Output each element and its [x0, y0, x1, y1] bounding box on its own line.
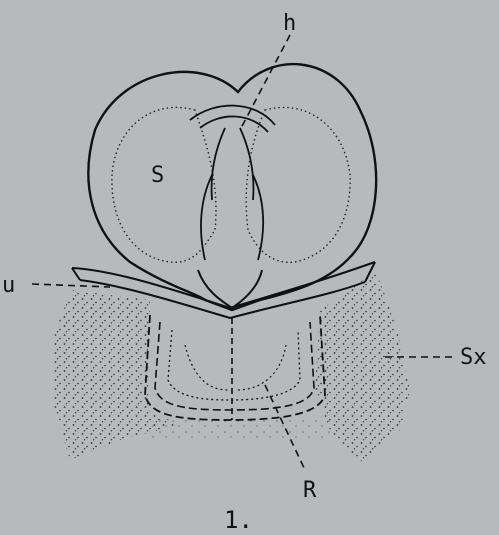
- lower-sac: [145, 315, 325, 420]
- inner-lobes: [112, 107, 350, 262]
- heart-outline: [88, 64, 376, 310]
- label-u: u: [2, 273, 15, 298]
- leader-u: [32, 284, 110, 287]
- label-sx: Sx: [460, 345, 487, 370]
- figure-number: 1.: [224, 506, 253, 534]
- central-arch: [190, 106, 275, 260]
- label-h: h: [283, 11, 296, 36]
- label-s: S: [151, 163, 164, 188]
- label-r: R: [303, 478, 317, 503]
- stippled-sepals: [52, 270, 410, 462]
